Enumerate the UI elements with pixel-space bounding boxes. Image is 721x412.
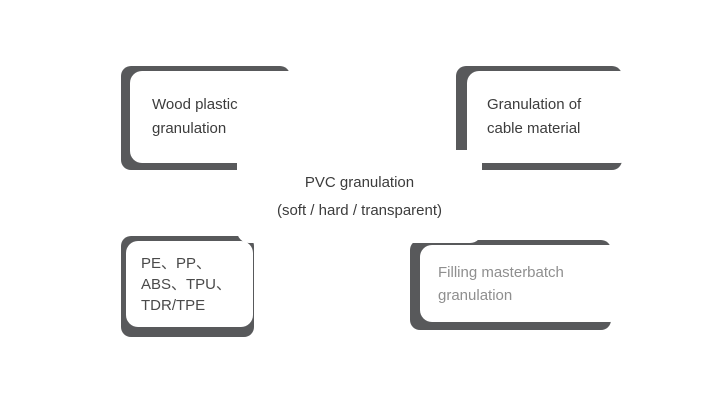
pe-pp-label-line-1: PE、PP、 [141,254,212,272]
pe-pp-label-line-3: TDR/TPE [141,296,206,314]
wood-plastic-label-line-2: granulation [152,120,227,137]
cable-material-box: Granulation of cable material [467,71,632,163]
pvc-granulation-box: PVC granulation (soft / hard / transpare… [237,150,482,243]
pvc-granulation-title: PVC granulation [304,173,415,191]
wood-plastic-box: Wood plastic granulation [130,71,301,163]
cable-material-label-line-2: cable material [487,120,581,137]
pvc-granulation-subtitle: (soft / hard / transparent) [276,201,443,219]
cable-material-label-line-1: Granulation of [487,96,582,113]
filling-masterbatch-label-line-2: granulation [438,286,513,304]
pe-pp-materials-box: PE、PP、 ABS、TPU、 TDR/TPE [126,241,253,327]
filling-masterbatch-label-line-1: Filling masterbatch [438,263,564,281]
wood-plastic-label-line-1: Wood plastic [152,96,238,113]
pe-pp-label-line-2: ABS、TPU、 [141,275,232,293]
filling-masterbatch-box: Filling masterbatch granulation [420,245,622,322]
